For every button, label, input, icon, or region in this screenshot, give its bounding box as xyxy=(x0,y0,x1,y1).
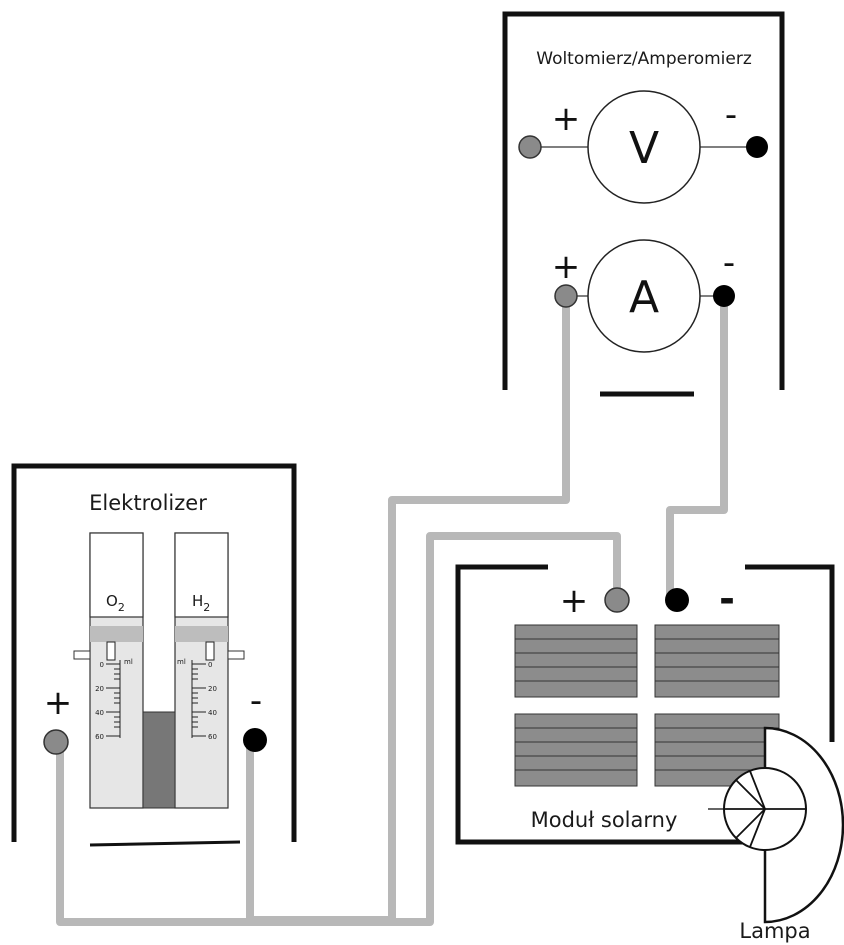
voltmeter-minus-sign: - xyxy=(725,95,737,135)
electrolyzer-frame xyxy=(11,463,297,842)
right-side-tab xyxy=(227,650,245,660)
ammeter-minus-sign: - xyxy=(723,243,735,283)
solar-module-frame xyxy=(455,564,835,845)
ammeter-dial xyxy=(587,239,701,353)
electrolyzer-minus-sign: - xyxy=(250,681,262,721)
left-scale-20: 20 xyxy=(95,685,104,693)
right-scale-20: 20 xyxy=(208,685,217,693)
right-tube-scale xyxy=(191,641,215,738)
left-scale-40: 40 xyxy=(95,709,104,717)
ammeter-plus-terminal[interactable] xyxy=(554,284,578,308)
wire-ammeter-minus-to-solar-minus xyxy=(666,292,728,602)
electrolyzer-title: Elektrolizer xyxy=(89,491,207,515)
lamp-rays xyxy=(724,770,806,848)
solar-cell-top-left xyxy=(514,624,638,698)
electrolyzer-panel: Elektrolizer O2 H2 ml 0 xyxy=(11,463,297,847)
ammeter-plus-sign: + xyxy=(552,247,581,287)
wires xyxy=(56,292,728,926)
left-scale-60: 60 xyxy=(95,733,104,741)
voltmeter-minus-terminal[interactable] xyxy=(746,136,768,158)
tube-top-right xyxy=(174,532,229,618)
solar-cell-bottom-left xyxy=(514,713,638,787)
voltmeter-symbol: V xyxy=(629,123,659,174)
ammeter-symbol: A xyxy=(629,272,659,323)
electrolyzer-plus-sign: + xyxy=(44,683,73,723)
voltmeter-plus-sign: + xyxy=(552,99,581,139)
electrolyzer-base-bar xyxy=(89,840,241,847)
right-scale-40: 40 xyxy=(208,709,217,717)
right-tube-gas-label: H2 xyxy=(192,592,210,614)
electrolyzer-minus-terminal[interactable] xyxy=(243,728,267,752)
left-tube-gas-label: O2 xyxy=(106,592,125,614)
voltmeter-plus-terminal[interactable] xyxy=(518,135,542,159)
electrolyzer-plus-terminal[interactable] xyxy=(43,729,69,755)
solar-cell-top-right xyxy=(654,624,780,698)
ammeter-minus-terminal[interactable] xyxy=(713,285,735,307)
meter-panel: Woltomierz/Amperomierz V + - A + - xyxy=(502,11,785,397)
solar-minus-terminal[interactable] xyxy=(665,588,689,612)
right-scale-unit: ml xyxy=(177,658,186,666)
solar-module-panel: Moduł solarny + - xyxy=(455,564,835,845)
meter-title: Woltomierz/Amperomierz xyxy=(536,49,752,69)
tube-top-left xyxy=(89,532,144,618)
voltmeter-dial xyxy=(587,90,701,204)
wire-ammeter-plus-to-electrolyzer-minus xyxy=(246,292,570,924)
wire-electrolyzer-plus-to-solar-plus xyxy=(56,532,621,926)
solar-minus-sign: - xyxy=(719,577,735,621)
right-stopper xyxy=(175,626,228,642)
electrolyte-reservoir xyxy=(142,711,176,809)
lamp-label: Lampa xyxy=(739,919,810,943)
left-scale-unit: ml xyxy=(124,658,133,666)
left-side-tab xyxy=(73,650,91,660)
left-tube-scale xyxy=(106,641,121,738)
solar-module-title: Moduł solarny xyxy=(531,808,678,832)
right-scale-0: 0 xyxy=(208,661,212,669)
solar-plus-sign: + xyxy=(560,581,589,621)
solar-plus-terminal[interactable] xyxy=(604,587,630,613)
left-stopper xyxy=(90,626,143,642)
lamp[interactable]: Lampa xyxy=(723,726,844,943)
left-scale-0: 0 xyxy=(100,661,104,669)
meter-frame xyxy=(502,11,785,390)
right-scale-60: 60 xyxy=(208,733,217,741)
